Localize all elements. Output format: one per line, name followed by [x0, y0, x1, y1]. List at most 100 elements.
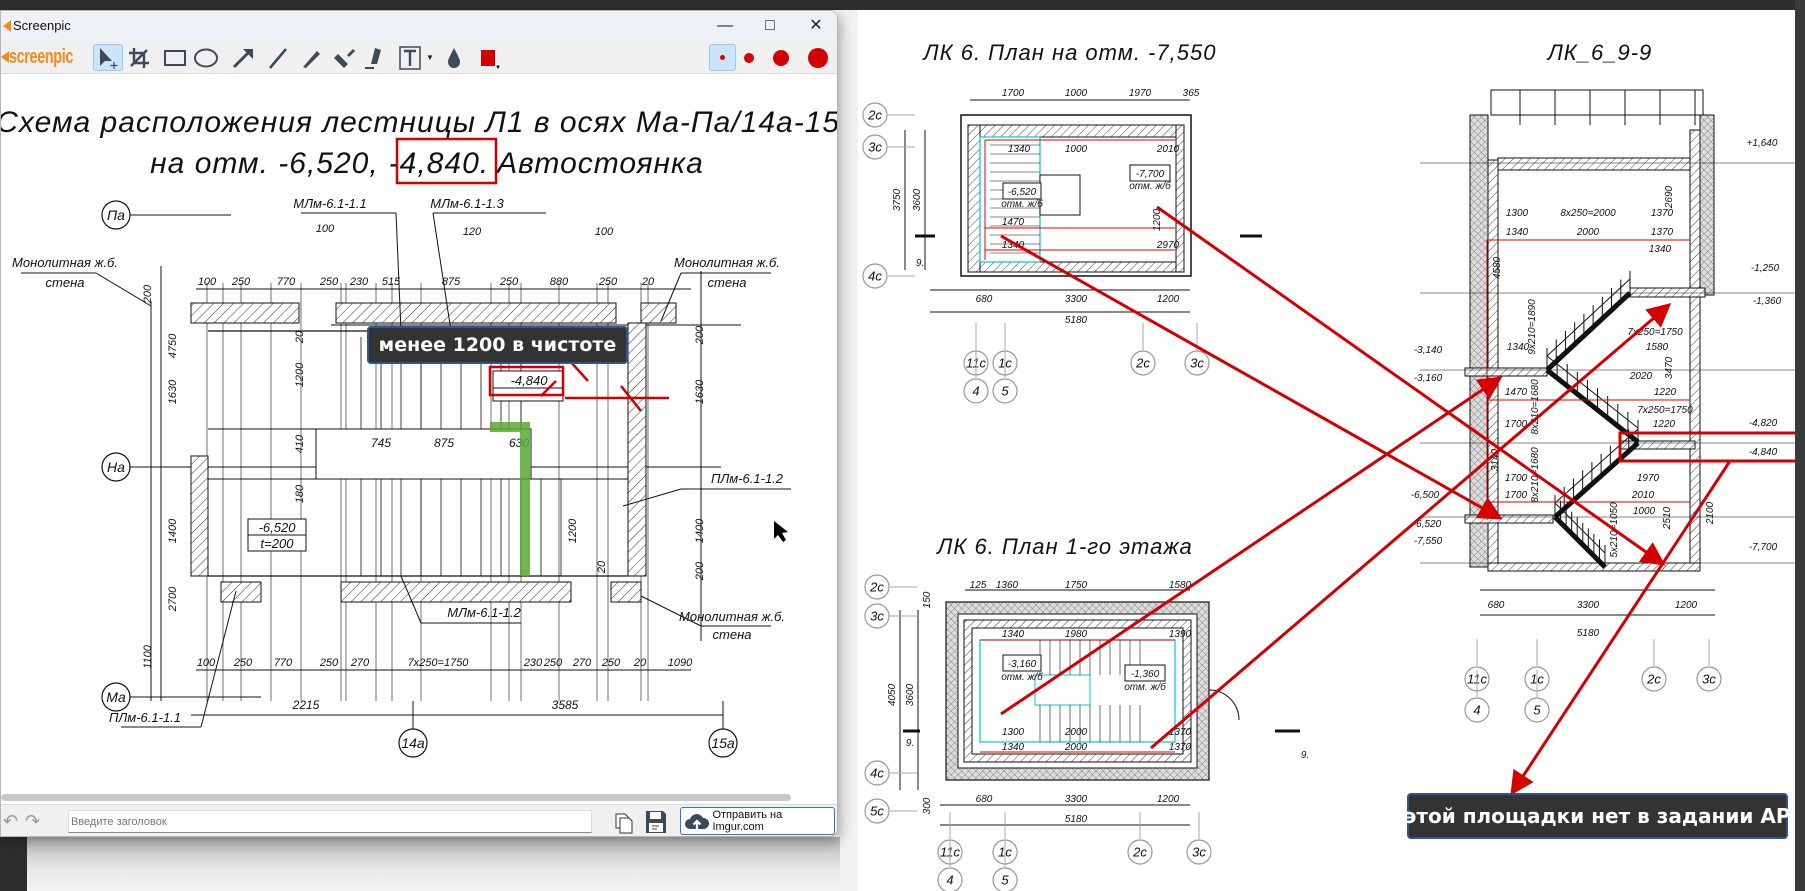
cad-label: 1700 — [1505, 419, 1528, 430]
brush-size-large[interactable] — [769, 44, 793, 71]
cad-label: 2510 — [1662, 506, 1673, 530]
axis-marker — [992, 867, 1018, 891]
section-title: ЛК_6_9-9 — [1546, 40, 1653, 65]
cad-label: 8х250=2000 — [1560, 208, 1616, 219]
brush-tool-button[interactable] — [331, 44, 356, 71]
level-box — [1124, 664, 1166, 682]
shadow — [838, 10, 858, 891]
scheme-label: Монолитная ж.б. — [674, 255, 780, 270]
cursor-move-icon — [100, 47, 118, 69]
copy-icon[interactable] — [613, 811, 635, 835]
crop-tool-button[interactable] — [127, 44, 151, 71]
line-tool-button[interactable] — [267, 44, 289, 71]
cad-label: 1580 — [1169, 580, 1192, 591]
cad-label: 2970 — [1156, 240, 1180, 251]
scheme-label: 880 — [550, 276, 569, 288]
axis-marker — [1464, 697, 1490, 723]
title-bar[interactable]: Screenpic — □ ✕ — [1, 11, 837, 41]
annotation-arrow — [1156, 205, 1666, 566]
scheme-label: 120 — [463, 226, 482, 238]
brush-size-medium[interactable] — [739, 44, 759, 71]
drawing-line — [622, 488, 682, 507]
level-box — [1002, 654, 1042, 672]
color-picker-button[interactable]: ▼ — [479, 44, 503, 71]
axis-label: 2с — [1646, 672, 1661, 687]
scheme-label: 7х250=1750 — [408, 657, 470, 669]
brush-size-xlarge[interactable] — [806, 44, 830, 71]
scheme-label: 3585 — [552, 698, 579, 712]
dot-medium-icon — [744, 52, 754, 63]
line-icon — [269, 47, 287, 69]
cad-label: 1200 — [1152, 208, 1163, 231]
scheme-label: 745 — [371, 436, 391, 450]
axis-label: 5с — [870, 804, 884, 819]
upload-imgur-button[interactable]: Отправить на Imgur.com — [680, 807, 835, 835]
drawing-line — [400, 575, 422, 624]
scheme-label: ПЛм-6.1-1.2 — [711, 471, 784, 486]
redo-icon[interactable]: ↷ — [25, 811, 41, 831]
screenpic-window: Screenpic — □ ✕ screenpic ▼ ▼ Схема расп… — [0, 10, 838, 837]
blur-tool-button[interactable] — [444, 44, 464, 71]
drawing-line — [432, 212, 452, 332]
scheme-label: стена — [713, 627, 752, 642]
scheme-label: 20 — [294, 330, 306, 344]
close-button[interactable]: ✕ — [809, 17, 823, 34]
app-icon — [3, 20, 11, 32]
drawing-rect — [967, 124, 1184, 138]
scheme-label: 770 — [274, 657, 293, 669]
scheme-label: Монолитная ж.б. — [679, 609, 785, 624]
cad-label: 3140 — [1490, 448, 1501, 471]
title-input[interactable] — [68, 810, 592, 833]
scheme-label: 250 — [598, 276, 618, 288]
axis-label: 4 — [1473, 703, 1480, 718]
stair-flight — [1553, 441, 1640, 519]
cad-label: -3,160 — [1414, 373, 1443, 384]
pencil-icon — [303, 50, 320, 68]
plan-ground-title: ЛК 6. План 1-го этажа — [935, 534, 1192, 559]
dot-xlarge-icon — [808, 47, 828, 68]
section-wall — [1699, 114, 1715, 296]
horizontal-scrollbar[interactable] — [1, 794, 791, 801]
image-canvas[interactable]: Схема расположения лестницы Л1 в осях Ма… — [1, 74, 837, 804]
cad-label: -4,820 — [1749, 418, 1778, 429]
pencil-tool-button[interactable] — [299, 44, 323, 71]
cad-label: 3300 — [1065, 294, 1088, 305]
rectangle-tool-button[interactable] — [163, 44, 187, 71]
dot-small-icon — [720, 55, 725, 60]
cad-label: -3,160 — [1008, 659, 1037, 670]
annotation-mark — [540, 380, 557, 397]
dropdown-arrow-icon: ▼ — [426, 53, 434, 62]
scheme-label: 100 — [197, 657, 216, 669]
scheme-label: -4,840 — [511, 373, 549, 388]
scheme-label: ПЛм-6.1-1.1 — [109, 710, 181, 725]
marker-tool-button[interactable] — [362, 44, 386, 71]
cad-label: 1200 — [1157, 294, 1180, 305]
text-options-dropdown[interactable]: ▼ — [425, 44, 435, 71]
window-shadow — [0, 837, 840, 891]
text-tool-button[interactable] — [398, 44, 422, 71]
save-icon[interactable] — [645, 810, 667, 834]
scheme-label: 4750 — [167, 333, 179, 358]
select-tool-button[interactable] — [93, 44, 123, 71]
scheme-label: 1400 — [694, 518, 706, 543]
undo-icon[interactable]: ↶ — [3, 811, 19, 831]
cad-label: 2100 — [1705, 501, 1716, 525]
cad-label: 1390 — [1169, 629, 1192, 640]
stair-flight — [1545, 368, 1640, 444]
cad-label: 9х210=1890 — [1527, 299, 1538, 355]
cad-label: 1360 — [996, 580, 1019, 591]
ellipse-tool-button[interactable] — [193, 44, 219, 71]
cad-label: -4,840 — [1749, 447, 1778, 458]
brush-size-small[interactable] — [709, 44, 736, 71]
cad-label: 1220 — [1654, 387, 1677, 398]
cad-label: -6,520 — [1008, 187, 1037, 198]
cad-label: 1340 — [1002, 240, 1025, 251]
drawing-line — [395, 212, 402, 332]
cad-label: -1,250 — [1751, 263, 1780, 274]
axis-marker — [1130, 350, 1156, 376]
annotation-arrow — [1000, 234, 1503, 520]
maximize-button[interactable]: □ — [765, 17, 775, 34]
arrow-tool-button[interactable] — [230, 44, 256, 71]
minimize-button[interactable]: — — [717, 17, 733, 34]
cad-label: 1370 — [1169, 742, 1192, 753]
